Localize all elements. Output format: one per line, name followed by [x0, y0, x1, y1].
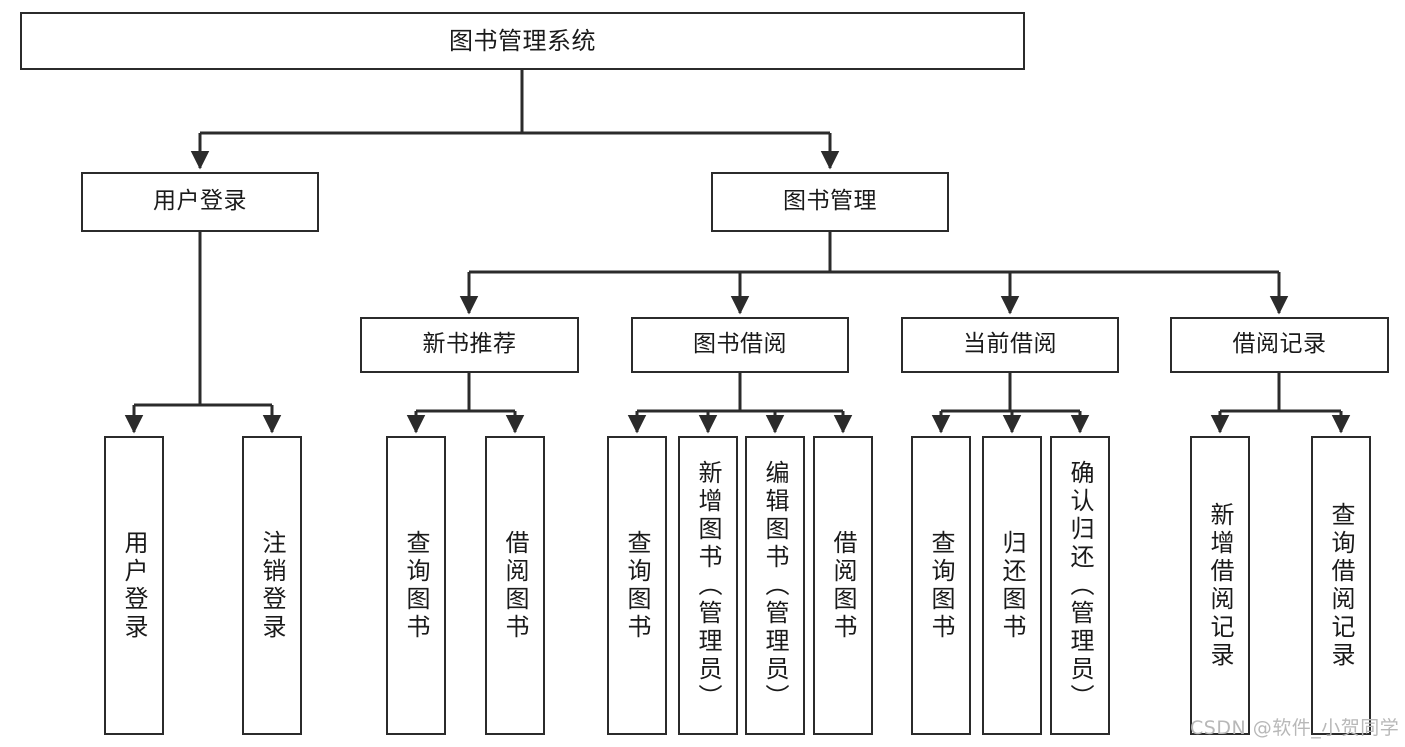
- node-borrow-records-label: 借阅记录: [1232, 331, 1327, 358]
- node-leaf-user-login-label: 用户登录: [120, 529, 148, 642]
- node-book-borrow[interactable]: 图书借阅: [631, 317, 849, 373]
- node-leaf-return-book-label: 归还图书: [998, 529, 1026, 642]
- node-leaf-query-borrow-record[interactable]: 查询借阅记录: [1311, 436, 1371, 735]
- node-leaf-query-book-new[interactable]: 查询图书: [386, 436, 446, 735]
- node-leaf-user-login[interactable]: 用户登录: [104, 436, 164, 735]
- node-book-management-label: 图书管理: [783, 188, 877, 215]
- node-leaf-return-book[interactable]: 归还图书: [982, 436, 1042, 735]
- node-leaf-add-borrow-record[interactable]: 新增借阅记录: [1190, 436, 1250, 735]
- node-user-login[interactable]: 用户登录: [81, 172, 319, 232]
- node-leaf-borrow-book-new[interactable]: 借阅图书: [485, 436, 545, 735]
- node-new-book-recommend-label: 新书推荐: [422, 331, 517, 358]
- node-root[interactable]: 图书管理系统: [20, 12, 1025, 70]
- node-leaf-edit-book-admin[interactable]: 编辑图书（管理员）: [745, 436, 805, 735]
- node-leaf-query-book[interactable]: 查询图书: [607, 436, 667, 735]
- node-leaf-edit-book-admin-label: 编辑图书（管理员）: [761, 459, 789, 712]
- node-leaf-borrow-book-label: 借阅图书: [829, 529, 857, 642]
- node-leaf-add-borrow-record-label: 新增借阅记录: [1206, 501, 1234, 670]
- node-leaf-query-book-new-label: 查询图书: [402, 529, 430, 642]
- node-leaf-logout[interactable]: 注销登录: [242, 436, 302, 735]
- node-leaf-add-book-admin-label: 新增图书（管理员）: [694, 459, 722, 712]
- node-leaf-borrow-book[interactable]: 借阅图书: [813, 436, 873, 735]
- node-root-label: 图书管理系统: [449, 26, 596, 55]
- node-current-borrow-label: 当前借阅: [963, 331, 1057, 358]
- node-current-borrow[interactable]: 当前借阅: [901, 317, 1119, 373]
- node-leaf-query-book-current[interactable]: 查询图书: [911, 436, 971, 735]
- node-user-login-label: 用户登录: [153, 188, 247, 215]
- node-borrow-records[interactable]: 借阅记录: [1170, 317, 1389, 373]
- node-leaf-confirm-return-admin[interactable]: 确认归还（管理员）: [1050, 436, 1110, 735]
- node-leaf-borrow-book-new-label: 借阅图书: [501, 529, 529, 642]
- node-leaf-confirm-return-admin-label: 确认归还（管理员）: [1066, 459, 1094, 712]
- node-book-management[interactable]: 图书管理: [711, 172, 949, 232]
- node-leaf-query-book-label: 查询图书: [623, 529, 651, 642]
- node-new-book-recommend[interactable]: 新书推荐: [360, 317, 579, 373]
- node-leaf-add-book-admin[interactable]: 新增图书（管理员）: [678, 436, 738, 735]
- node-book-borrow-label: 图书借阅: [693, 331, 787, 358]
- node-leaf-query-book-current-label: 查询图书: [927, 529, 955, 642]
- node-leaf-query-borrow-record-label: 查询借阅记录: [1327, 501, 1355, 670]
- node-leaf-logout-label: 注销登录: [258, 529, 286, 642]
